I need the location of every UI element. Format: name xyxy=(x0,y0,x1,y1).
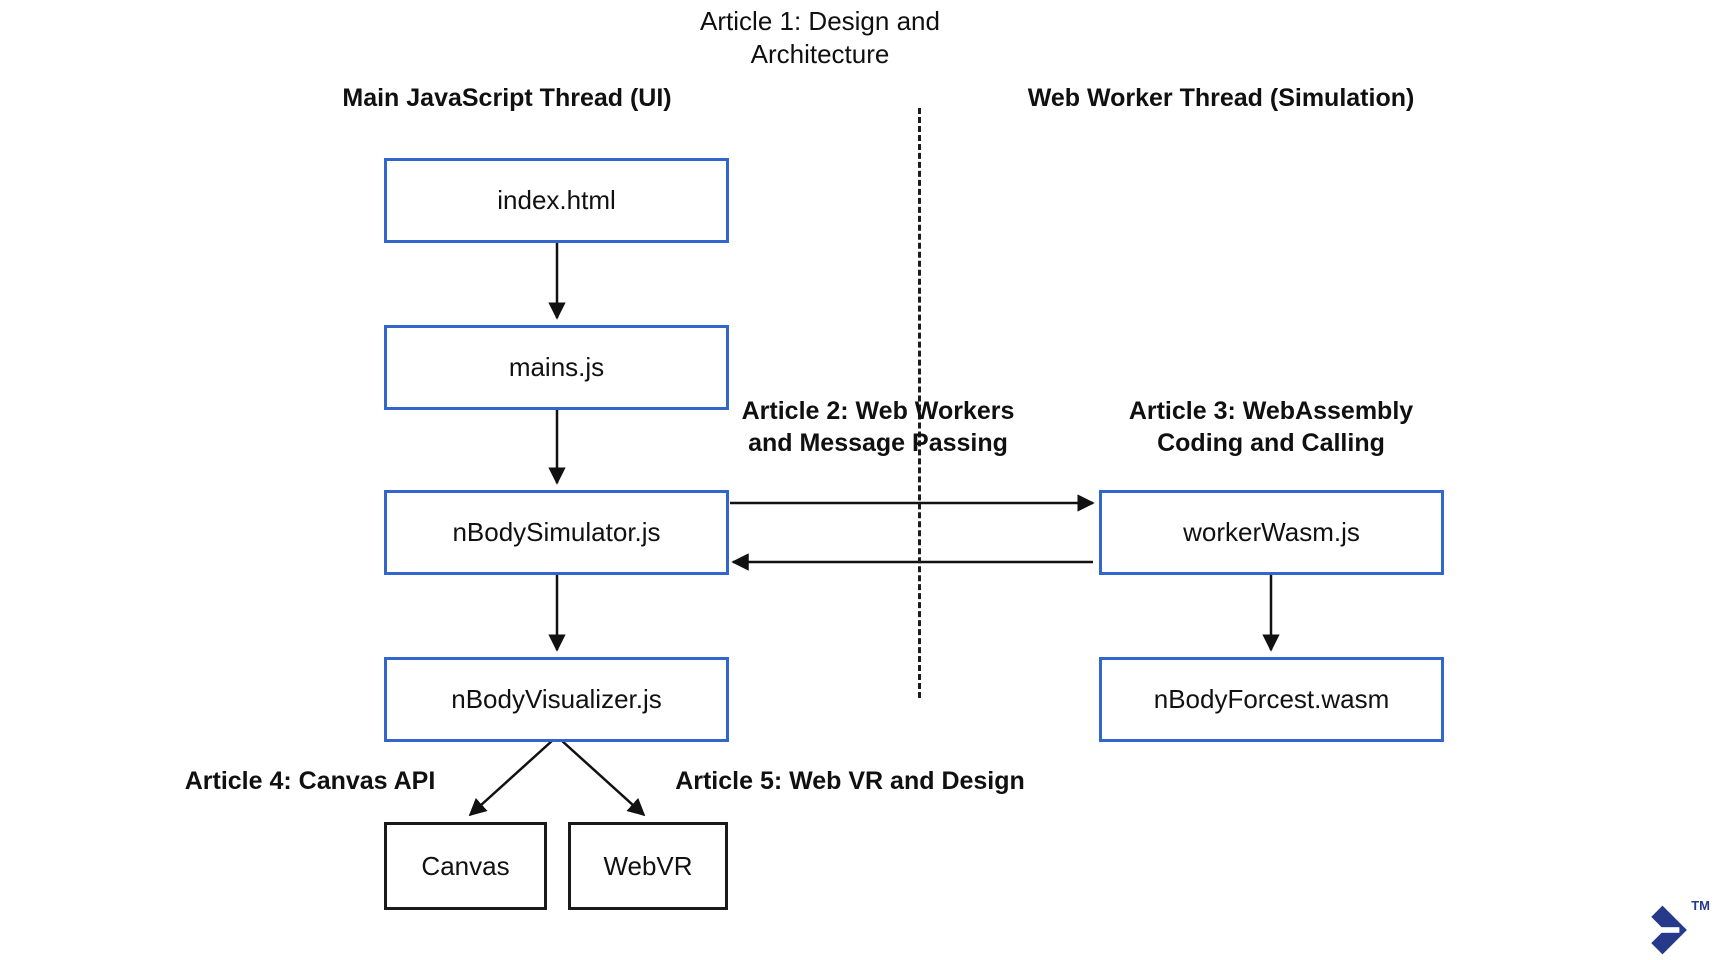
node-webvr[interactable]: WebVR xyxy=(568,822,728,910)
node-label: nBodyVisualizer.js xyxy=(451,684,662,714)
brand-logo: TM xyxy=(1640,898,1710,960)
node-label: mains.js xyxy=(508,352,605,382)
node-index-html[interactable]: index.html xyxy=(384,158,729,243)
annotation-article-4: Article 4: Canvas API xyxy=(184,767,436,795)
node-label: Canvas xyxy=(421,850,510,881)
thread-boundary-divider xyxy=(918,108,921,698)
node-label: WebVR xyxy=(603,850,693,881)
edge-visualizer-to-webvr xyxy=(560,739,646,817)
trademark-label: TM xyxy=(1691,898,1710,913)
annotation-article-5: Article 5: Web VR and Design xyxy=(675,767,1025,795)
edge-visualizer-to-canvas xyxy=(468,739,554,817)
node-label: workerWasm.js xyxy=(1183,517,1360,547)
node-label: nBodySimulator.js xyxy=(452,517,661,547)
node-mains-js[interactable]: mains.js xyxy=(384,325,729,410)
diagram-title: Article 1: Design and Architecture xyxy=(700,6,940,70)
node-nbody-simulator[interactable]: nBodySimulator.js xyxy=(384,490,729,575)
node-label: index.html xyxy=(497,185,616,215)
node-label: nBodyForcest.wasm xyxy=(1153,684,1390,714)
node-nbody-forcest[interactable]: nBodyForcest.wasm xyxy=(1099,657,1444,742)
node-worker-wasm[interactable]: workerWasm.js xyxy=(1099,490,1444,575)
node-nbody-visualizer[interactable]: nBodyVisualizer.js xyxy=(384,657,729,742)
toptal-logo-icon xyxy=(1651,905,1687,955)
node-canvas[interactable]: Canvas xyxy=(384,822,547,910)
column-label-worker-thread: Web Worker Thread (Simulation) xyxy=(1027,84,1415,112)
column-label-main-thread: Main JavaScript Thread (UI) xyxy=(342,84,672,112)
annotation-article-3: Article 3: WebAssembly Coding and Callin… xyxy=(1128,397,1414,457)
annotation-article-2: Article 2: Web Workers and Message Passi… xyxy=(741,397,1015,457)
